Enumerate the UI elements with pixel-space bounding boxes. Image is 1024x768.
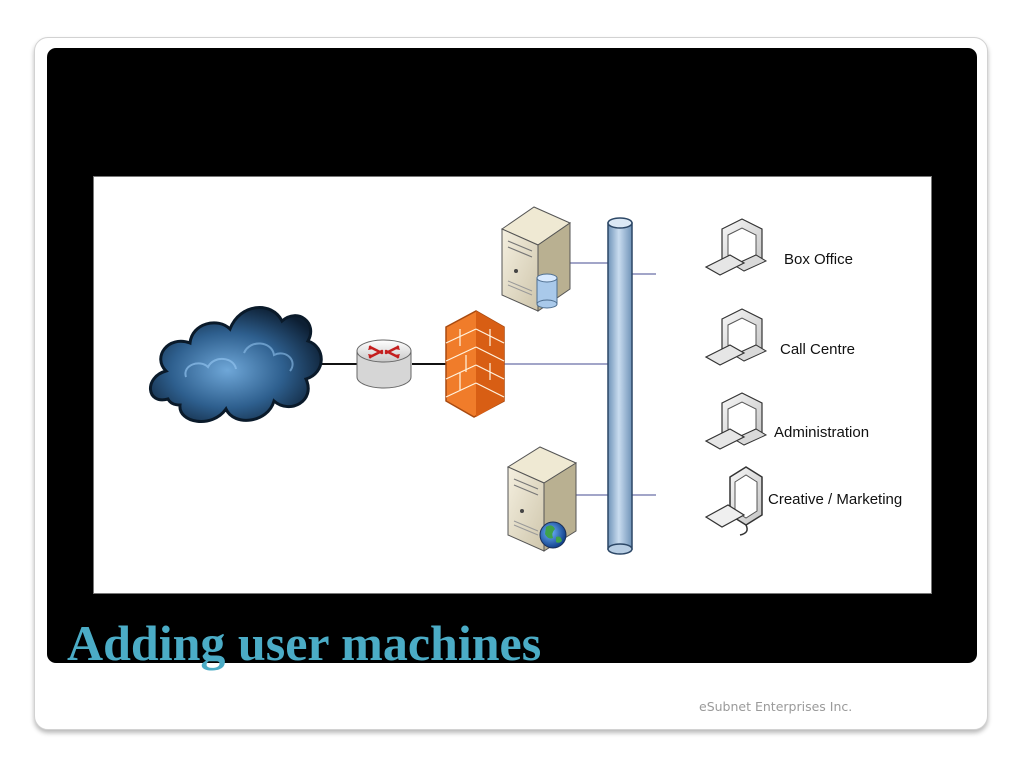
- router-icon: [356, 339, 412, 389]
- workstation-box-office: Box Office: [704, 218, 853, 276]
- workstation-call-centre: Call Centre: [704, 308, 855, 366]
- web-server-icon: [506, 446, 578, 552]
- workstation-label: Creative / Marketing: [768, 491, 902, 508]
- desktop-computer-icon: [704, 308, 768, 366]
- firewall-icon: [445, 310, 505, 418]
- network-diagram: Box Office Call Centre Administration: [93, 176, 932, 594]
- workstation-label: Call Centre: [780, 341, 855, 358]
- footer-company-name: eSubnet Enterprises Inc.: [699, 699, 853, 714]
- slide-title: Adding user machines: [67, 615, 542, 671]
- workstation-label: Administration: [774, 424, 869, 441]
- workstation-administration: Administration: [704, 392, 869, 450]
- database-server-icon: [500, 206, 572, 312]
- desktop-computer-icon: [704, 218, 768, 276]
- desktop-computer-icon: [704, 392, 768, 450]
- network-bus-icon: [607, 217, 633, 555]
- workstation-creative-marketing: Creative / Marketing: [704, 466, 902, 536]
- monitor-computer-icon: [704, 466, 763, 536]
- connection-lines: [302, 262, 656, 496]
- workstation-label: Box Office: [784, 251, 853, 268]
- cloud-icon: [149, 306, 323, 423]
